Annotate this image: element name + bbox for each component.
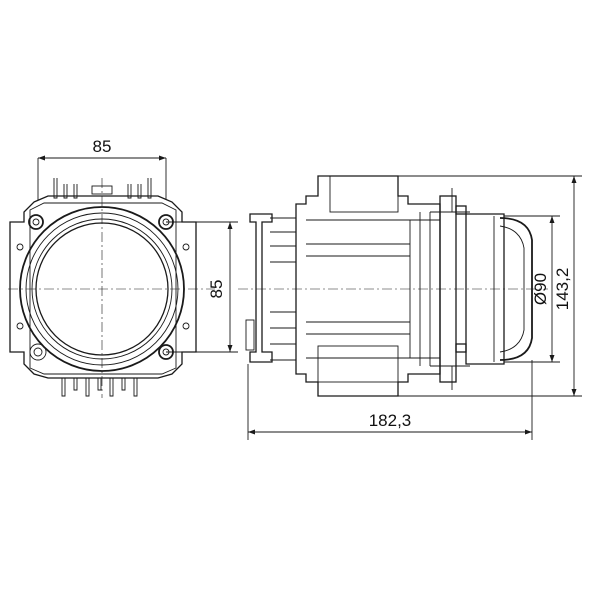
total-height-label: 143,2 (553, 268, 572, 311)
lens-diameter-dimension: Ø90 (504, 215, 560, 363)
front-width-label: 85 (93, 137, 112, 156)
bottom-pins (61, 378, 138, 397)
total-length-dimension: 182,3 (247, 360, 533, 440)
top-pins (53, 178, 152, 199)
lens-outer-ring (19, 206, 185, 372)
front-height-dimension: 85 (166, 221, 238, 353)
front-height-label: 85 (207, 280, 226, 299)
front-lens (499, 217, 533, 361)
housing-outline (9, 195, 197, 379)
side-tabs (16, 243, 190, 330)
front-view: 85 85 (8, 137, 238, 398)
front-width-dimension: 85 (37, 137, 167, 200)
lens-housing (465, 213, 505, 365)
total-length-label: 182,3 (369, 411, 412, 430)
side-view: Ø90 143,2 182,3 (238, 175, 582, 440)
rear-plate (249, 213, 273, 363)
total-height-dimension: 143,2 (398, 175, 582, 397)
lens-glass (35, 222, 169, 356)
lens-diameter-label: Ø90 (531, 273, 550, 305)
